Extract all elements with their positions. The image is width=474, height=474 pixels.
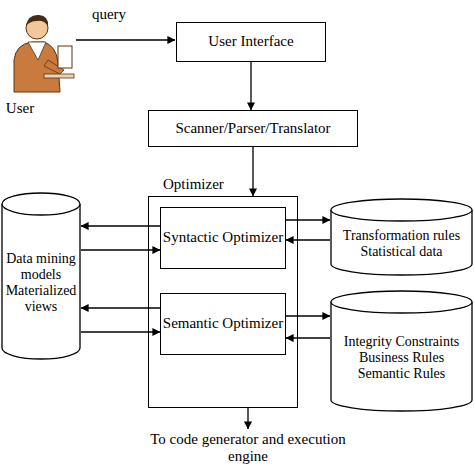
actor-label: User	[0, 100, 40, 117]
monitor-symbol	[58, 46, 72, 68]
repository-cylinder: Transformation rules Statistical data	[330, 198, 473, 276]
flow-label: query	[84, 6, 134, 23]
node-text: Data mining models Materialized views	[1, 251, 81, 315]
repository-cylinder: Data mining models Materialized views	[1, 192, 81, 360]
user-hair	[26, 15, 48, 26]
interface-box: User Interface	[176, 22, 326, 62]
cylinder-top	[331, 199, 472, 221]
cylinder-body	[331, 302, 472, 411]
cylinder-top	[2, 193, 80, 215]
user-head	[26, 17, 48, 39]
flow-arrow	[250, 62, 251, 110]
user-collar	[28, 42, 46, 60]
repository-cylinder: Integrity Constraints Business Rules Sem…	[330, 290, 473, 412]
cylinder-top	[331, 291, 472, 313]
output-arrow	[247, 408, 248, 429]
node-text: Semantic Optimizer	[163, 315, 283, 332]
user-illustration	[14, 15, 74, 92]
optimizer-box: Semantic Optimizer	[160, 293, 286, 355]
flow-arrow	[252, 147, 253, 196]
node-text: Integrity Constraints Business Rules Sem…	[330, 334, 473, 382]
node-text: Transformation rules Statistical data	[330, 228, 473, 260]
group-heading: Optimizer	[163, 176, 224, 193]
output-label: To code generator and execution engine	[148, 431, 348, 466]
desk-symbol	[44, 74, 74, 78]
user-jacket	[14, 42, 60, 92]
process-box: Scanner/Parser/Translator	[148, 110, 358, 147]
cylinder-body	[2, 204, 80, 359]
optimizer-box: Syntactic Optimizer	[160, 207, 286, 269]
node-text: Syntactic Optimizer	[163, 229, 283, 246]
node-text: Scanner/Parser/Translator	[175, 120, 330, 137]
user-arm	[44, 60, 64, 74]
optimizer-group: OptimizerSyntactic OptimizerSemantic Opt…	[148, 196, 298, 408]
query-arrow	[76, 39, 175, 40]
node-text: User Interface	[208, 33, 293, 50]
